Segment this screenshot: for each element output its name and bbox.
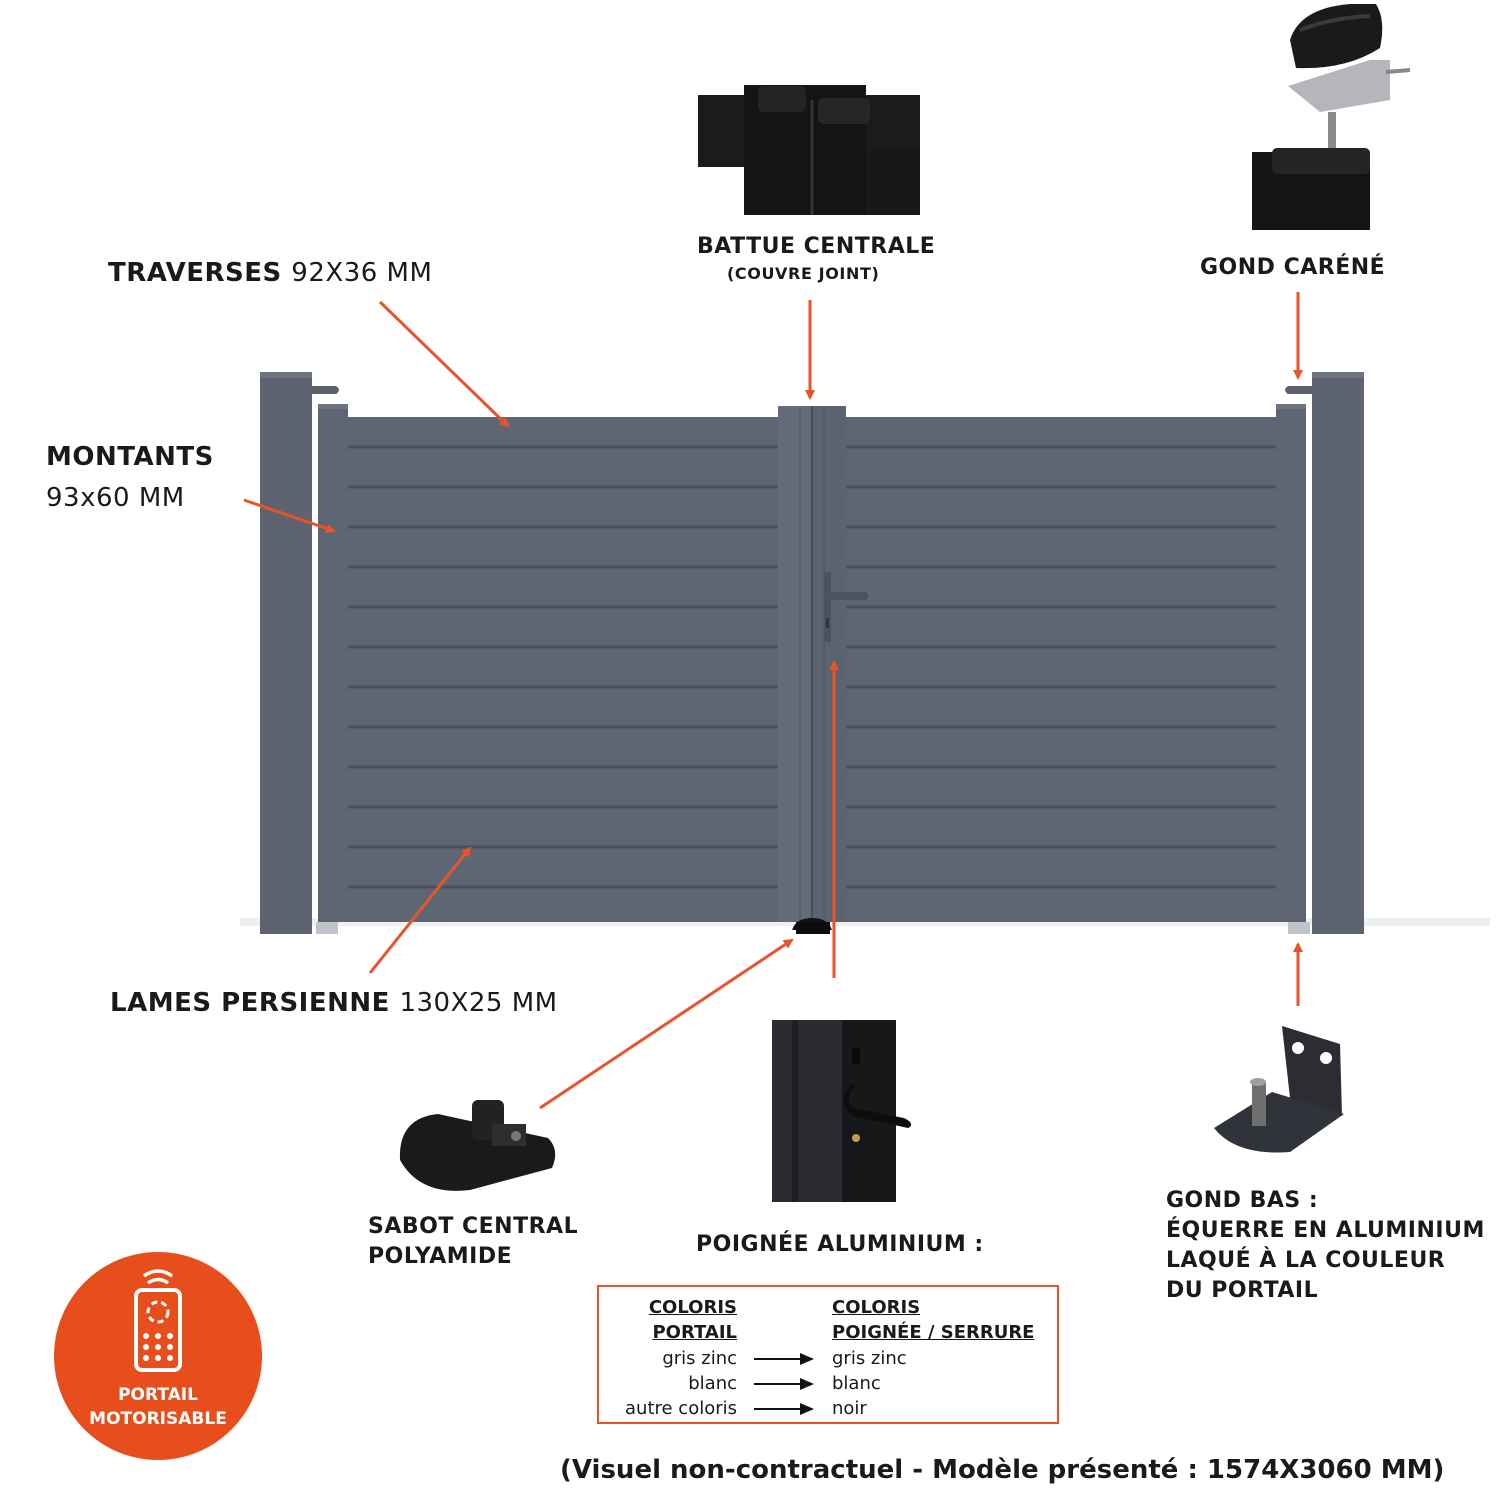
battue-title: BATTUE CENTRALE [697, 234, 936, 259]
motorisable-badge: PORTAIL MOTORISABLE [54, 1252, 262, 1460]
table-row-2-poignee: blanc [832, 1373, 881, 1394]
col2-header-line1: COLORIS [832, 1297, 921, 1318]
gond-carene-label: GOND CARÉNÉ [1200, 255, 1386, 280]
footer-note: (Visuel non-contractuel - Modèle présent… [560, 1455, 1445, 1485]
detail-battue-centrale [698, 85, 920, 215]
right-leaf [846, 417, 1276, 922]
table-row-3-poignee: noir [832, 1398, 867, 1419]
gond-bas-line-4: DU PORTAIL [1166, 1278, 1319, 1303]
lames-title: LAMES PERSIENNE [110, 988, 390, 1018]
traverses-label: TRAVERSES 92X36 MM [108, 258, 432, 288]
lames-label: LAMES PERSIENNE 130X25 MM [110, 988, 558, 1018]
right-pillar [1285, 372, 1364, 934]
detail-gond-carene [1252, 4, 1411, 230]
table-row-1-poignee: gris zinc [832, 1348, 907, 1369]
central-stiles [778, 406, 846, 934]
col1-header-line2: PORTAIL [652, 1322, 737, 1343]
col1-header-line1: COLORIS [648, 1297, 737, 1318]
left-pillar [260, 372, 339, 934]
gate-handle [824, 572, 868, 642]
detail-poignee [772, 1020, 912, 1202]
table-row-1-portail: gris zinc [662, 1348, 737, 1369]
badge-line-1: PORTAIL [118, 1385, 198, 1405]
detail-sabot-central [399, 1100, 556, 1191]
battue-subtitle: (COUVRE JOINT) [727, 264, 880, 283]
left-leaf [348, 417, 778, 922]
gond-bas-line-3: LAQUÉ À LA COULEUR [1166, 1248, 1446, 1273]
sabot-title: SABOT CENTRAL [368, 1214, 579, 1239]
color-table-arrows [754, 1353, 814, 1415]
montants-dimension: 93x60 MM [46, 483, 185, 513]
montants-title: MONTANTS [46, 442, 214, 472]
traverses-title: TRAVERSES [108, 258, 282, 288]
lames-dimension: 130X25 MM [399, 988, 558, 1018]
poignee-label: POIGNÉE ALUMINIUM : [696, 1232, 984, 1257]
traverses-dimension: 92X36 MM [291, 258, 433, 288]
badge-text: PORTAIL MOTORISABLE [54, 1383, 262, 1431]
table-row-2-portail: blanc [688, 1373, 737, 1394]
callout-arrows [243, 292, 1303, 1110]
gond-bas-title: GOND BAS : [1166, 1188, 1319, 1213]
badge-line-2: MOTORISABLE [89, 1409, 227, 1429]
left-stile [316, 404, 348, 934]
remote-control-icon [134, 1269, 182, 1372]
gond-bas-line-2: ÉQUERRE EN ALUMINIUM [1166, 1218, 1485, 1243]
sabot-subtitle: POLYAMIDE [368, 1244, 513, 1269]
right-stile [1276, 404, 1310, 934]
color-table: COLORIS PORTAIL COLORIS POIGNÉE / SERRUR… [597, 1285, 1059, 1424]
table-row-3-portail: autre coloris [625, 1398, 737, 1419]
col2-header-line2: POIGNÉE / SERRURE [832, 1322, 1035, 1343]
detail-gond-bas [1214, 1026, 1344, 1153]
